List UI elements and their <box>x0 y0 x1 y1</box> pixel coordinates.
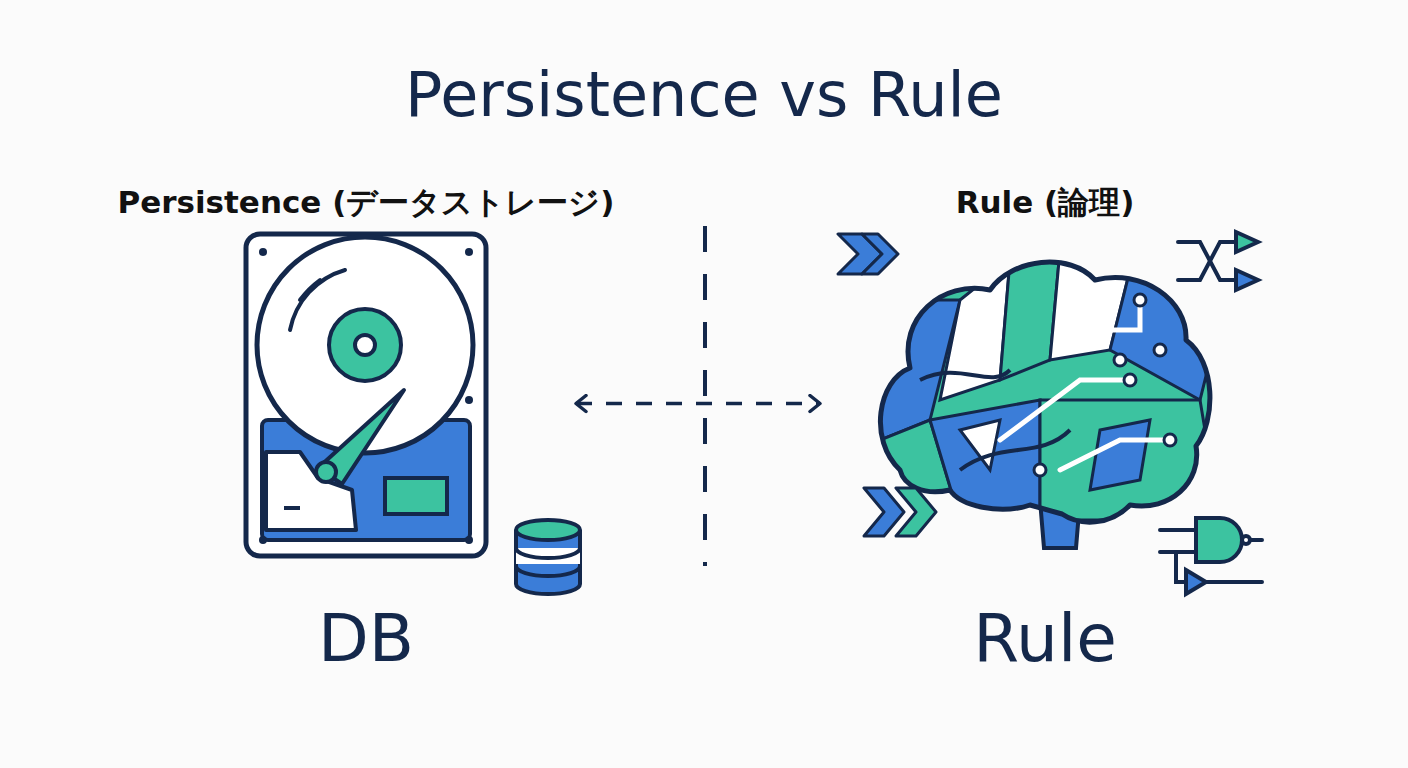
brain-icon <box>880 250 1220 548</box>
branch-symbol <box>1178 232 1258 290</box>
dashed-connector <box>576 402 820 406</box>
chevron-icon <box>838 234 936 536</box>
node-label: DB <box>318 600 414 677</box>
hard-drive-icon <box>246 234 486 556</box>
diagram-title: Persistence vs Rule <box>0 58 1408 131</box>
node-heading: Persistence (データストレージ) <box>117 182 614 224</box>
node-heading: Rule (論理) <box>956 182 1135 224</box>
logic-node: Rule (論理)Rule <box>870 252 1220 548</box>
divider-line <box>703 226 707 566</box>
database-icon <box>516 520 580 594</box>
logic-gate-symbol <box>1160 518 1262 594</box>
node-label: Rule <box>973 600 1117 677</box>
storage-node: Persistence (データストレージ)DB <box>246 234 486 556</box>
